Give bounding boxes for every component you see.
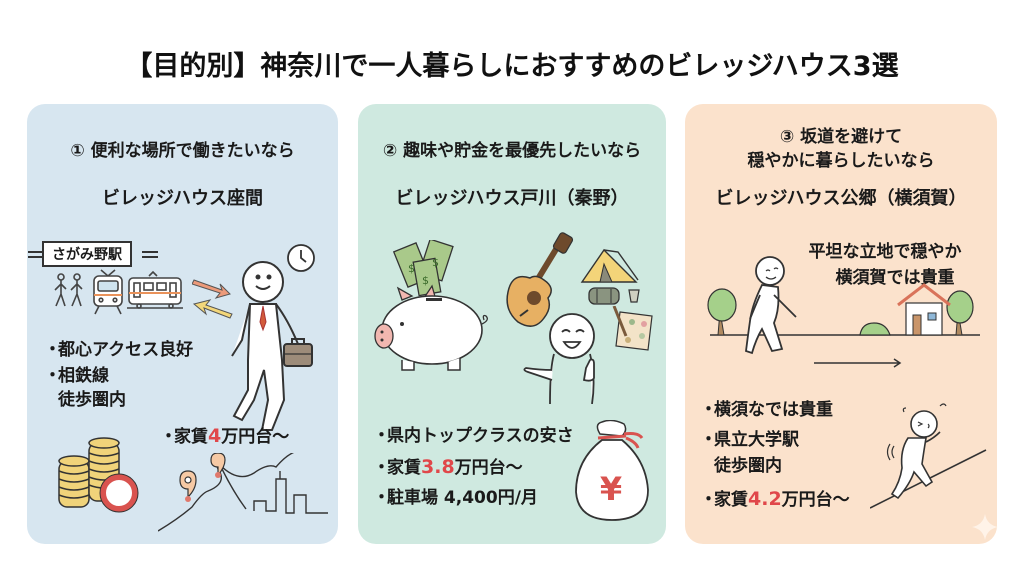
svg-text:$: $ xyxy=(422,274,429,287)
card2-name: ビレッジハウス戸川（秦野） xyxy=(395,188,629,209)
station-rail-left xyxy=(28,251,44,253)
guitar-icon xyxy=(506,232,574,327)
coins-icon xyxy=(58,437,139,513)
card1-purpose: ① 便利な場所で働きたいなら xyxy=(70,141,295,161)
station-sign: さがみ野駅 xyxy=(42,241,132,267)
card3-purpose-line2: 穏やかに暮らしたいなら xyxy=(747,151,935,171)
card1-bullet-2-line2: 徒歩圏内 xyxy=(58,390,126,410)
station-rail-right xyxy=(142,251,158,253)
happy-person-icon xyxy=(523,313,595,404)
card3-bullet-rent: ・家賃4.2万円台〜 xyxy=(700,488,850,510)
map-route-icon xyxy=(158,453,328,532)
station-rail-right-2 xyxy=(142,256,158,258)
yen-money-bag-icon xyxy=(575,420,649,521)
card1-bullet-rent: ・家賃4万円台〜 xyxy=(160,425,290,447)
card3-name: ビレッジハウス公郷（横須賀） xyxy=(715,188,967,209)
svg-text:$: $ xyxy=(432,256,439,269)
arrows-icon xyxy=(192,279,233,319)
card1-bullet-2: ・相鉄線 xyxy=(44,366,109,386)
card1-bullet-1: ・都心アクセス良好 xyxy=(44,340,194,360)
card3-bullet-2: ・県立大学駅 xyxy=(700,430,799,450)
train-front-icon xyxy=(93,269,123,315)
train-side-icon xyxy=(127,270,183,309)
sparkle-icon xyxy=(972,514,998,540)
page-title: 【目的別】神奈川で一人暮らしにおすすめのビレッジハウス3選 xyxy=(125,51,899,82)
card2-purpose: ② 趣味や貯金を最優先したいなら xyxy=(382,141,642,161)
flat-walk-scene xyxy=(707,256,980,368)
rent-highlight: 4 xyxy=(208,425,222,447)
svg-text:$: $ xyxy=(408,262,415,275)
rent-highlight: 4.2 xyxy=(748,488,782,510)
card1-name: ビレッジハウス座間 xyxy=(102,188,263,209)
tree-icon-right xyxy=(946,290,974,336)
walking-people-icon xyxy=(54,273,83,307)
sleeping-mat-icon xyxy=(588,287,640,305)
card2-bullet-1: ・県内トップクラスの安さ xyxy=(373,426,574,446)
clock-icon xyxy=(287,244,315,272)
rent-highlight: 3.8 xyxy=(421,456,455,478)
station-rail-left-2 xyxy=(28,256,44,258)
piggy-bank-icon: $$$ xyxy=(374,240,488,371)
card3-bullet-1: ・横須なでは貴重 xyxy=(700,400,833,420)
businessman-icon xyxy=(231,261,313,431)
tent-icon xyxy=(580,248,639,283)
callout-line1: 平坦な立地で穏やか xyxy=(808,242,962,262)
tree-icon xyxy=(707,288,737,336)
house-icon xyxy=(897,283,951,336)
card2-bullet-parking: ・駐車場 4,400円/月 xyxy=(373,488,538,508)
struggling-person-slope-icon xyxy=(870,403,987,509)
card2-bullet-rent: ・家賃3.8万円台〜 xyxy=(373,456,523,478)
card3-bullet-2-line2: 徒歩圏内 xyxy=(714,456,782,476)
callout-line2: 横須賀では貴重 xyxy=(835,268,955,288)
yen-symbol: ¥ xyxy=(599,470,623,508)
paint-palette-icon xyxy=(612,306,653,351)
card3-purpose-line1: ③ 坂道を避けて xyxy=(779,127,903,147)
